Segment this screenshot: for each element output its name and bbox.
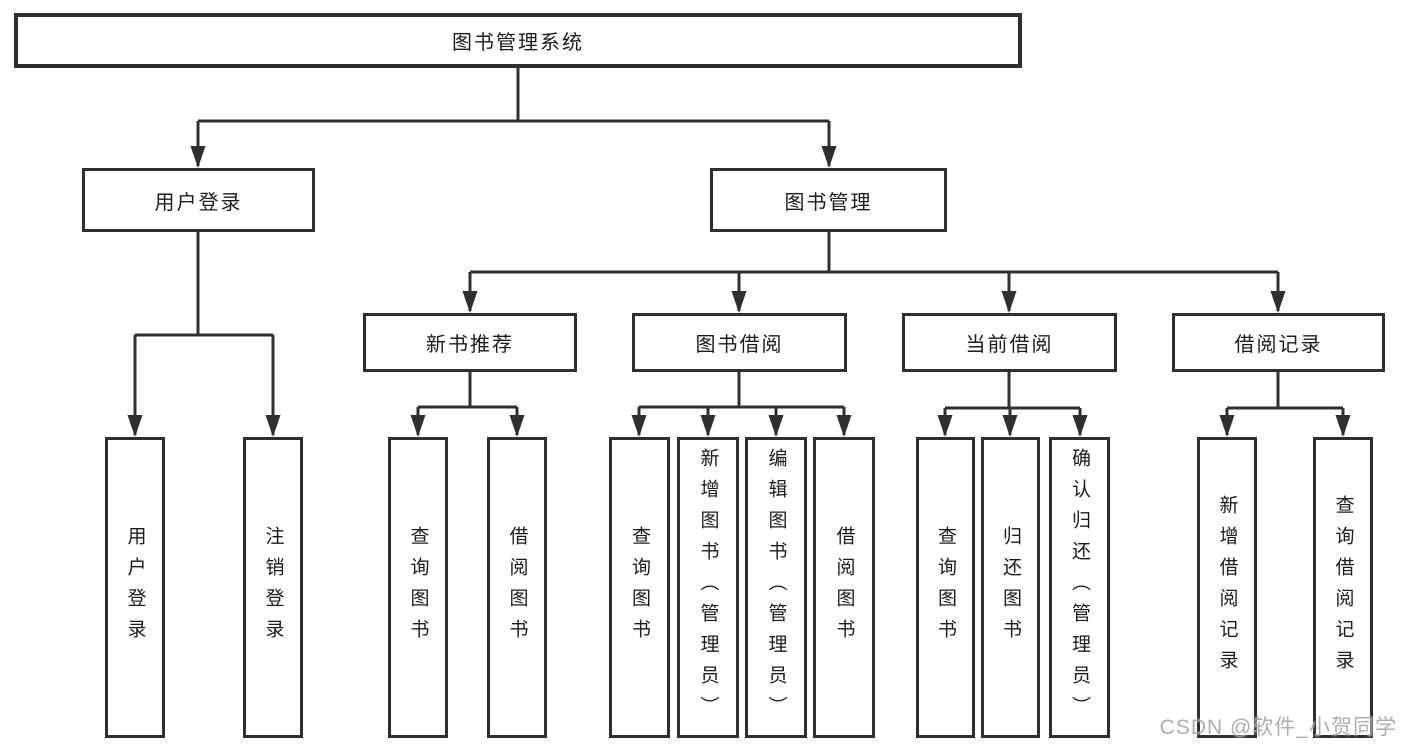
- node-new-book-recommend: 新书推荐: [363, 313, 577, 372]
- node-label: 归还图书: [1000, 525, 1021, 650]
- node-label: 当前借阅: [965, 334, 1054, 356]
- node-label: 查询图书: [935, 525, 956, 650]
- node-label: 图书管理: [784, 191, 873, 214]
- node-label: 注销登录: [262, 525, 284, 650]
- node-label: 图书管理系统: [452, 32, 584, 54]
- node-label: 新增借阅记录: [1216, 494, 1238, 681]
- node-label: 确认归还（管理员）: [1069, 448, 1090, 727]
- node-borrowing-records: 借阅记录: [1172, 313, 1385, 372]
- leaf-borrow-books-borrowing: 借阅图书: [813, 437, 875, 738]
- node-current-borrowing: 当前借阅: [902, 313, 1117, 372]
- node-label: 新增图书（管理员）: [697, 448, 719, 727]
- node-book-management-system: 图书管理系统: [14, 13, 1022, 68]
- node-label: 图书借阅: [695, 334, 784, 356]
- leaf-add-borrow-record: 新增借阅记录: [1197, 437, 1257, 738]
- csdn-watermark: CSDN @软件_小贺同学: [1159, 716, 1397, 739]
- node-label: 新书推荐: [426, 334, 514, 356]
- node-book-management: 图书管理: [710, 168, 947, 232]
- leaf-return-books: 归还图书: [981, 437, 1040, 738]
- leaf-query-books-recommend: 查询图书: [388, 437, 448, 738]
- leaf-logout: 注销登录: [243, 437, 303, 738]
- leaf-borrow-books-recommend: 借阅图书: [487, 437, 547, 738]
- node-label: 查询借阅记录: [1332, 494, 1354, 681]
- node-label: 用户登录: [154, 191, 243, 214]
- leaf-user-login: 用户登录: [105, 437, 165, 738]
- leaf-query-books-current: 查询图书: [916, 437, 975, 738]
- node-book-borrowing: 图书借阅: [632, 313, 847, 372]
- leaf-edit-books-admin: 编辑图书（管理员）: [745, 437, 807, 738]
- node-label: 查询图书: [407, 525, 429, 650]
- leaf-query-borrow-record: 查询借阅记录: [1313, 437, 1373, 738]
- node-label: 用户登录: [124, 525, 146, 650]
- node-label: 查询图书: [629, 525, 650, 650]
- node-label: 借阅图书: [506, 525, 528, 650]
- node-label: 借阅记录: [1234, 334, 1323, 356]
- leaf-add-books-admin: 新增图书（管理员）: [677, 437, 739, 738]
- node-label: 编辑图书（管理员）: [765, 448, 787, 727]
- leaf-confirm-return-admin: 确认归还（管理员）: [1049, 437, 1110, 738]
- node-user-login: 用户登录: [82, 168, 315, 232]
- leaf-query-books-borrowing: 查询图书: [609, 437, 670, 738]
- node-label: 借阅图书: [833, 525, 855, 650]
